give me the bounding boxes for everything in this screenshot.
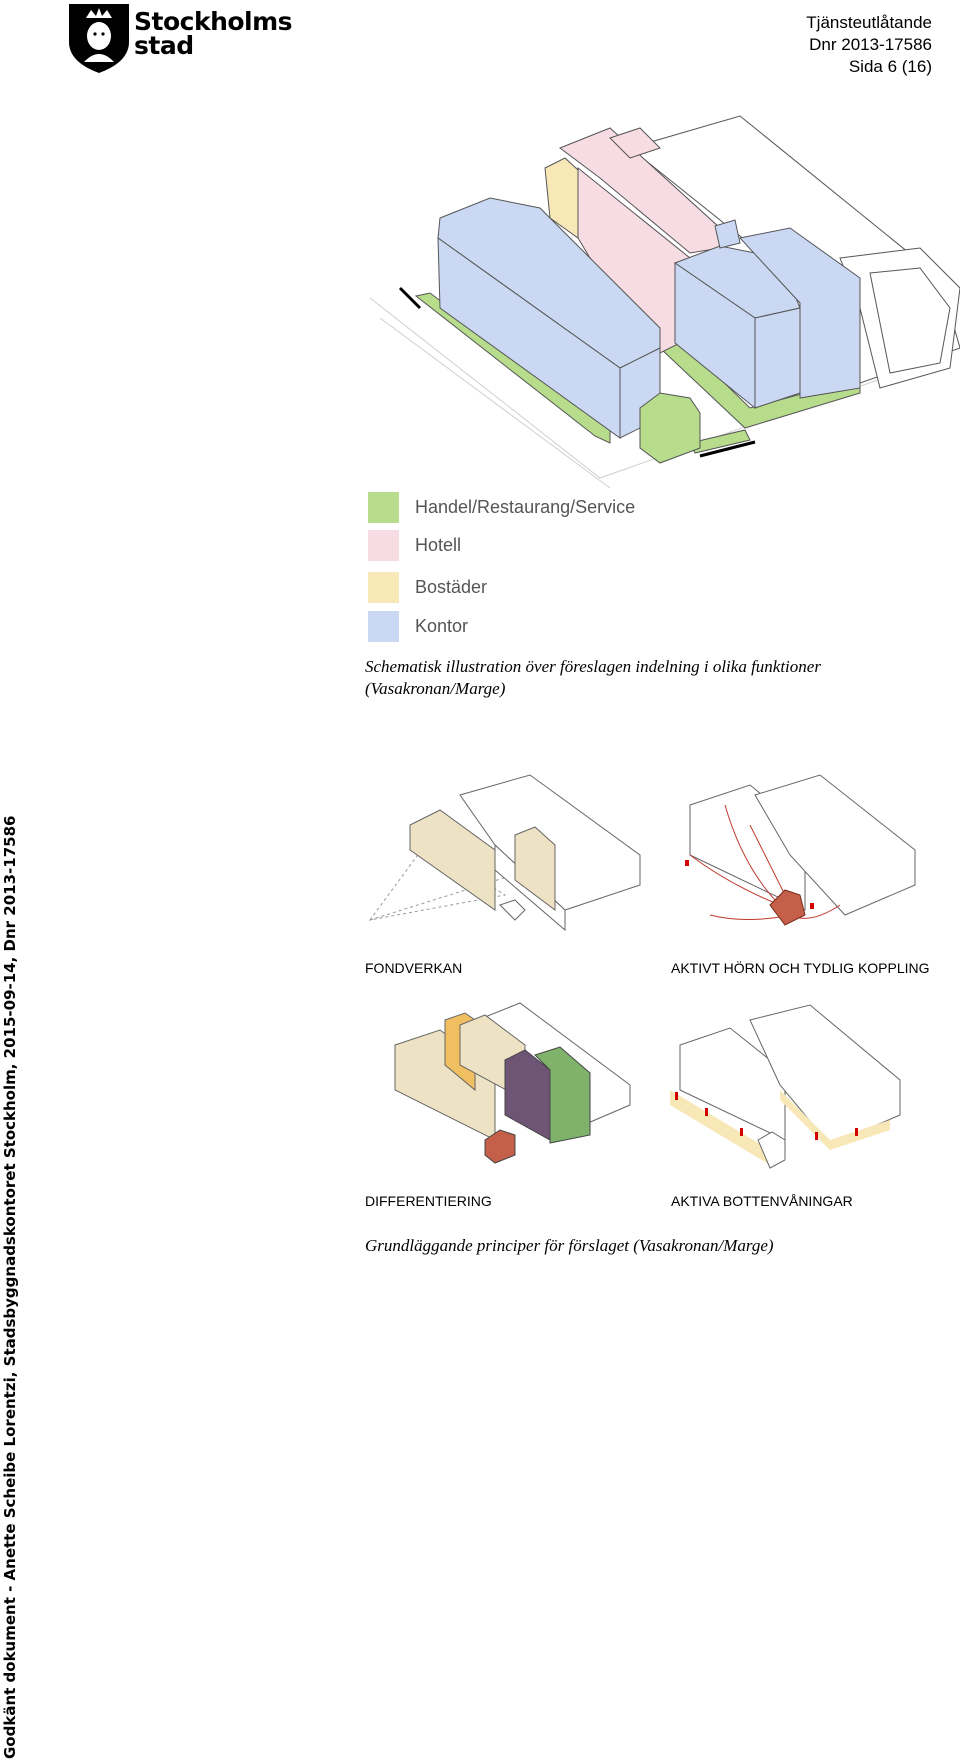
diagram-aktiva-bottenvaningar xyxy=(670,1004,901,1169)
marker xyxy=(685,860,689,866)
city-crest-icon xyxy=(69,4,129,73)
legend-swatch-yellow xyxy=(368,572,399,603)
legend-swatch-blue xyxy=(368,611,399,642)
stockholms-stad-logo: Stockholms stad xyxy=(66,2,293,74)
figure-caption: Schematisk illustration över föreslagen … xyxy=(365,657,821,698)
diagram-aktivt-horn xyxy=(685,774,916,926)
legend-item-kontor: Kontor xyxy=(368,611,668,645)
legend-label: Kontor xyxy=(415,616,469,636)
legend-label: Bostäder xyxy=(415,577,488,597)
logo-text-line2: stad xyxy=(134,31,194,60)
legend-item-bostader: Bostäder xyxy=(368,572,668,606)
legend-swatch-pink xyxy=(368,530,399,561)
page-number: Sida 6 (16) xyxy=(848,57,932,76)
legend-label: Handel/Restaurang/Service xyxy=(415,497,636,517)
marker xyxy=(810,903,814,909)
principles-caption: Grundläggande principer för förslaget (V… xyxy=(365,1236,774,1255)
label-aktiva-bottenvaningar: AKTIVA BOTTENVÅNINGAR xyxy=(671,1193,853,1209)
logo-text-line1: Stockholms xyxy=(134,7,293,36)
document-header: Tjänsteutlåtande Dnr 2013-17586 Sida 6 (… xyxy=(806,12,932,78)
legend-item-hotell: Hotell xyxy=(368,530,668,564)
label-aktivt-horn: AKTIVT HÖRN OCH TYDLIG KOPPLING xyxy=(671,960,930,976)
legend-swatch-green xyxy=(368,492,399,523)
doc-dnr: Dnr 2013-17586 xyxy=(809,35,932,54)
diagram-differentiering xyxy=(394,1002,631,1164)
main-isometric-figure xyxy=(369,115,960,488)
label-differentiering: DIFFERENTIERING xyxy=(365,1193,492,1209)
legend-label: Hotell xyxy=(415,535,462,555)
label-fondverkan: FONDVERKAN xyxy=(365,960,463,976)
approval-sidebar: Godkänt dokument - Anette Scheibe Lorent… xyxy=(1,815,19,1759)
legend-item-handel: Handel/Restaurang/Service xyxy=(368,492,668,526)
doc-type: Tjänsteutlåtande xyxy=(806,13,932,32)
diagram-fondverkan xyxy=(368,774,641,932)
